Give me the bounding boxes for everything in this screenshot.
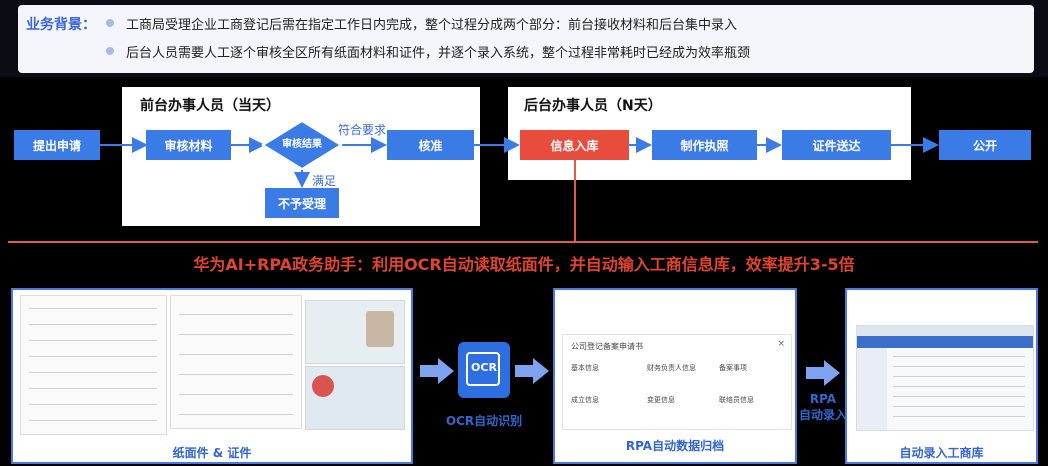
paper-docs-caption: 纸面件 & 证件 — [172, 446, 252, 460]
rpa-form-item[interactable]: 基本信息 — [571, 364, 599, 372]
decision-node: 审核结果 — [282, 139, 322, 150]
approve-node: 核准 — [387, 130, 474, 160]
id-card-back-image — [305, 366, 405, 430]
database-screenshot-image — [856, 325, 1034, 431]
rpa-arrow-label-1: RPA — [809, 392, 837, 406]
entry-node: 信息入库 — [520, 130, 629, 160]
background-card — [18, 5, 1034, 73]
id-card-front-image — [305, 300, 405, 364]
rpa-form-item[interactable]: 备案事项 — [719, 364, 747, 372]
license-node: 制作执照 — [652, 130, 757, 160]
red-divider — [8, 241, 1038, 243]
review-node: 审核材料 — [146, 130, 231, 160]
red-connector — [574, 160, 576, 242]
application-form-image — [20, 295, 167, 435]
close-icon[interactable]: × — [777, 339, 785, 349]
id-photo-icon — [366, 311, 394, 347]
national-emblem-icon — [312, 375, 334, 397]
meets-label: 符合要求 — [338, 123, 387, 137]
rpa-form-item[interactable]: 成立信息 — [571, 396, 599, 404]
rpa-form-card: 公司登记备案申请书 × 基本信息 财务负责人信息 备案事项 成立信息 变更信息 … — [562, 334, 792, 430]
delivery-node: 证件送达 — [782, 130, 891, 160]
rpa-form-title: 公司登记备案申请书 — [571, 342, 643, 351]
rpa-form-item[interactable]: 联络员信息 — [719, 396, 754, 404]
arrow-right-icon — [806, 360, 840, 386]
background-bullet-2: 后台人员需要人工逐个审核全区所有纸面材料和证件，并逐个录入系统，整个过程非常耗时… — [126, 46, 751, 61]
reject-node: 不予受理 — [265, 188, 339, 218]
ocr-icon-text: OCR — [471, 361, 497, 374]
ocr-caption: OCR自动识别 — [445, 414, 523, 428]
ocr-icon: OCR — [458, 342, 510, 398]
arrow-right-icon — [515, 358, 549, 384]
background-label: 业务背景： — [26, 17, 96, 33]
headline: 华为AI+RPA政务助手：利用OCR自动读取纸面件，并自动输入工商信息库，效率提… — [193, 255, 855, 274]
rpa-form-item[interactable]: 变更信息 — [647, 396, 675, 404]
rpa-form-item[interactable]: 财务负责人信息 — [647, 364, 696, 372]
not-meet-label: 满足 — [312, 174, 337, 188]
back-office-title: 后台办事人员（N天） — [524, 98, 662, 114]
submit-node: 提出申请 — [14, 130, 100, 160]
arrow-right-icon — [420, 358, 454, 384]
rpa-arrow-label-2: 自动录入 — [798, 408, 847, 422]
front-office-title: 前台办事人员（当天） — [140, 98, 280, 114]
representative-form-image — [170, 295, 302, 429]
bullet-icon — [106, 19, 114, 27]
background-bullet-1: 工商局受理企业工商登记后需在指定工作日内完成，整个过程分成两个部分：前台接收材料… — [126, 18, 738, 33]
publish-node: 公开 — [939, 130, 1031, 160]
database-caption: 自动录入工商库 — [899, 446, 984, 460]
bullet-icon — [106, 47, 114, 55]
rpa-caption: RPA自动数据归档 — [625, 439, 725, 453]
